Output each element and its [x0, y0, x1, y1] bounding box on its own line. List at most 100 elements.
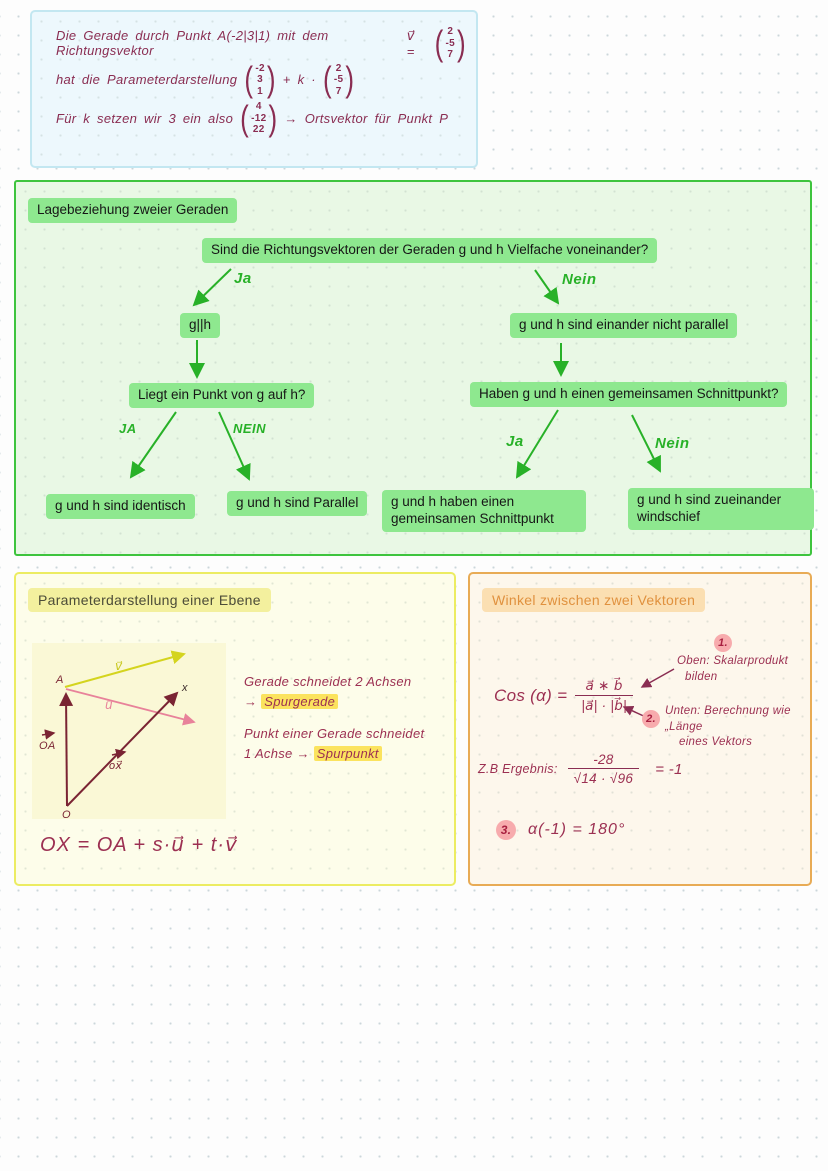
- note1-arrow: →: [244, 693, 258, 709]
- spurpunkt-highlight: Spurpunkt: [313, 745, 382, 761]
- label-OX: ox⃗: [109, 760, 122, 772]
- label-X: x: [181, 682, 188, 694]
- cos-formula: Cos (α) = a⃗ ∗ b⃗ |a⃗| · |b⃗|: [494, 678, 633, 714]
- vec-comp: 7: [335, 85, 342, 97]
- vector-components: 2 -5 7: [332, 63, 346, 98]
- support-vector: ( -2 3 1 ): [244, 59, 275, 100]
- ox-label-overarrow: [111, 748, 127, 760]
- result-parallel: g und h sind Parallel: [227, 491, 368, 516]
- example-numerator: -28: [593, 752, 614, 767]
- line3-text: Für k setzen wir 3 ein also: [56, 110, 234, 126]
- label-A: A: [55, 674, 64, 686]
- cos-numerator: a⃗ ∗ b⃗: [585, 678, 623, 693]
- ebene-title: Parameterdarstellung einer Ebene: [28, 588, 271, 612]
- ebene-card: Parameterdarstellung einer Ebene A O: [14, 572, 456, 886]
- vec-comp: 2: [335, 62, 342, 74]
- vector-v-arrow: [64, 650, 186, 688]
- arrow-glyph: →: [284, 110, 298, 126]
- plus-k-term: + k ·: [282, 72, 316, 88]
- result-identisch: g und h sind identisch: [46, 494, 195, 519]
- hand-label-ja1: Ja: [234, 270, 252, 287]
- spurgerade-highlight: Spurgerade: [261, 693, 339, 709]
- oa-label-overarrow: [41, 729, 56, 740]
- label-u: u⃗: [105, 698, 113, 712]
- paren-close: ): [345, 58, 355, 100]
- blue-line-3: Für k setzen wir 3 ein also ( 4 -12 22 )…: [56, 97, 466, 138]
- winkel-title: Winkel zwischen zwei Vektoren: [482, 588, 706, 612]
- cos-fraction: a⃗ ∗ b⃗ |a⃗| · |b⃗|: [575, 678, 633, 714]
- hand-label-nein1: Nein: [562, 271, 597, 288]
- paren-open: (: [434, 22, 444, 63]
- vec-comp: 1: [257, 85, 263, 97]
- vector-ox-arrow: [66, 691, 179, 807]
- vector-u-arrow: [65, 688, 196, 726]
- step2-badge: 2.: [642, 710, 660, 728]
- step3-formula: α(-1) = 180°: [528, 821, 626, 838]
- note1-line1: Gerade schneidet 2 Achsen: [244, 674, 412, 689]
- step3-badge: 3.: [496, 820, 516, 840]
- vector-components: 4 -12 22: [249, 101, 268, 136]
- hand-label-nein2: NEIN: [233, 421, 267, 436]
- question-schnittpunkt: Haben g und h einen gemeinsamen Schnittp…: [470, 382, 788, 407]
- vector-diagram-panel: A O x v⃗ u⃗ OA ox⃗: [32, 643, 226, 821]
- example-label: Z.B Ergebnis:: [478, 762, 558, 776]
- node-nicht-parallel: g und h sind einander nicht parallel: [510, 313, 738, 338]
- step1-badge: 1.: [714, 634, 732, 652]
- example-denominator: √14 · √96: [567, 768, 640, 786]
- paren-open: (: [322, 58, 332, 100]
- flowchart-card: Lagebeziehung zweier Geraden Sind die Ri…: [14, 180, 814, 556]
- spurgerade-note: Gerade schneidet 2 Achsen → Spurgerade: [244, 672, 411, 711]
- line1-text: Die Gerade durch Punkt A(-2|3|1) mit dem…: [56, 28, 329, 59]
- point-p-vector: ( 4 -12 22 ): [240, 97, 277, 138]
- paren-close: ): [457, 22, 466, 63]
- vec-comp: 2: [447, 26, 454, 37]
- line3-post-text: Ortsvektor für Punkt P: [304, 110, 449, 126]
- vec-comp: -12: [251, 112, 267, 124]
- question-vielfache: Sind die Richtungsvektoren der Geraden g…: [202, 238, 658, 263]
- result-schnittpunkt: g und h haben einen gemeinsamen Schnittp…: [382, 490, 586, 532]
- step1-pointer-arrow: [640, 668, 675, 688]
- label-v: v⃗: [115, 659, 123, 673]
- step3-row: 3. α(-1) = 180°: [496, 820, 625, 840]
- direction-vector-2: ( 2 -5 7 ): [323, 59, 354, 100]
- vec-comp: -5: [445, 37, 456, 49]
- winkel-card: Winkel zwischen zwei Vektoren 1. Oben: S…: [468, 572, 812, 886]
- vec-comp: -2: [255, 62, 265, 74]
- step1-annotation: Oben: Skalarprodukt bilden: [677, 654, 788, 685]
- vector-diagram: A O x v⃗ u⃗ OA ox⃗: [39, 650, 196, 821]
- label-OA: OA: [39, 740, 56, 752]
- vector-oa-arrow: [59, 692, 74, 807]
- step2-line1: Unten: Berechnung wie „Länge: [665, 705, 791, 733]
- example-fraction: -28 √14 · √96: [567, 752, 640, 786]
- line2-text: hat die Parameterdarstellung: [56, 72, 238, 88]
- paren-open: (: [240, 97, 250, 138]
- step2-line2: eines Vektors: [679, 736, 753, 749]
- hand-label-ja3: Ja: [506, 433, 524, 450]
- blue-line-2: hat die Parameterdarstellung ( -2 3 1 ) …: [56, 59, 466, 100]
- cos-lhs: Cos (α) =: [494, 686, 568, 705]
- vec-comp: 7: [447, 49, 454, 60]
- vec-comp: 4: [255, 101, 262, 112]
- example-result-row: Z.B Ergebnis: -28 √14 · √96 = -1: [478, 752, 683, 786]
- step1-line2: bilden: [685, 670, 718, 683]
- ebene-formula: OX = OA + s·u⃗ + t·v⃗: [40, 834, 238, 856]
- paren-close: ): [266, 58, 276, 100]
- cos-denominator: |a⃗| · |b⃗|: [575, 695, 633, 714]
- note2-line1: Punkt einer Gerade schneidet: [244, 726, 425, 741]
- question-punkt-auf-h: Liegt ein Punkt von g auf h?: [129, 383, 315, 408]
- paren-open: (: [244, 58, 254, 100]
- hand-label-ja2: JA: [119, 421, 137, 436]
- node-g-parallel-h: g||h: [180, 313, 221, 338]
- vec-comp: 22: [252, 124, 265, 135]
- arrow-ja2: [129, 411, 177, 479]
- vec-comp: 3: [257, 74, 263, 85]
- direction-vector: ( 2 -5 7 ): [435, 22, 466, 63]
- note2-line2-pre: 1 Achse →: [244, 745, 310, 761]
- line1-vector-symbol: v⃗ =: [406, 27, 415, 59]
- blue-line-1: Die Gerade durch Punkt A(-2|3|1) mit dem…: [56, 22, 466, 63]
- hand-label-nein3: Nein: [655, 435, 690, 452]
- paren-close: ): [268, 97, 278, 138]
- blue-note-card: Die Gerade durch Punkt A(-2|3|1) mit dem…: [30, 10, 478, 168]
- example-result: = -1: [655, 760, 683, 778]
